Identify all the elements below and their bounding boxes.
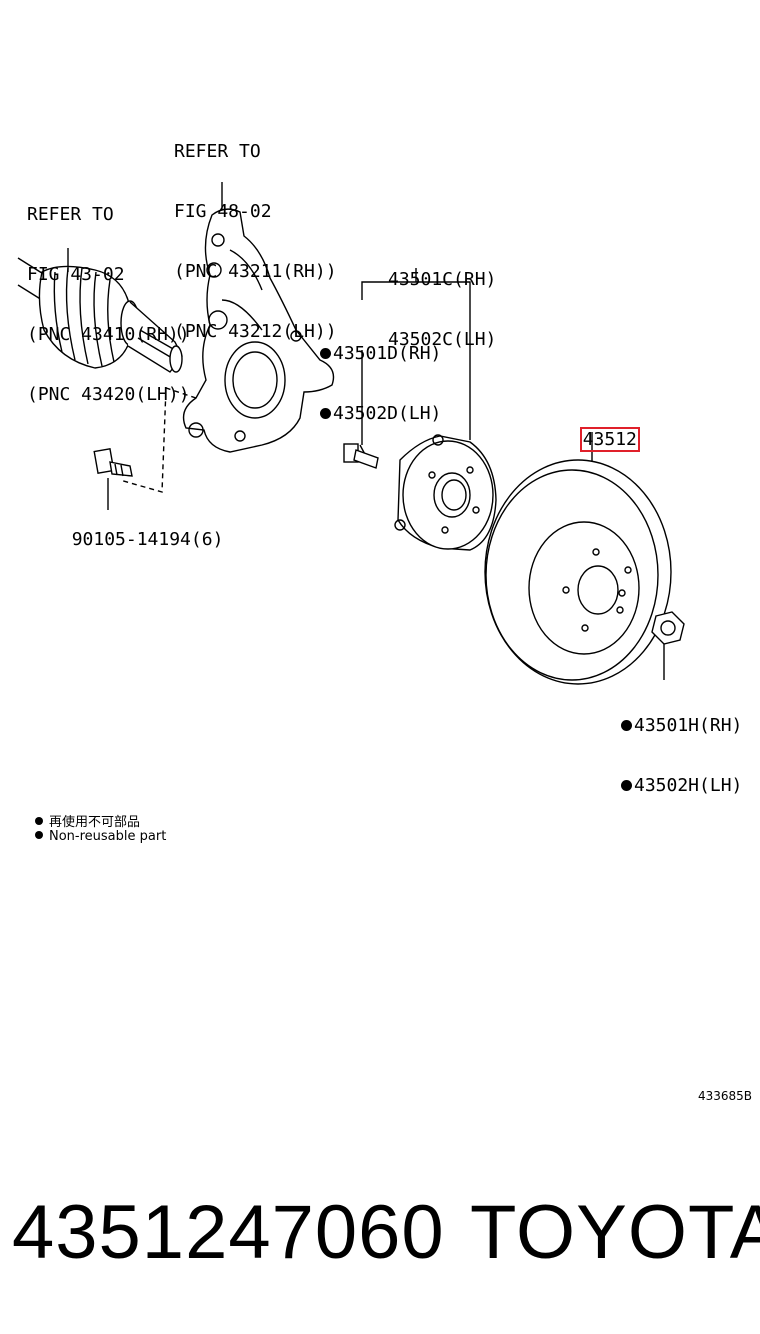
hub-assy-lh: 43502C(LH): [388, 329, 497, 350]
non-reusable-dot-icon: [320, 348, 331, 359]
knuckle-ref-line-4: (PNC 43212(LH)): [174, 321, 337, 342]
knuckle-bolt-label: 90105-14194(6): [50, 510, 224, 550]
knuckle-bolt-number: 90105-14194(6): [71, 529, 224, 550]
legend-en-text: Non-reusable part: [49, 829, 167, 844]
hub-nut-rh: 43501H(RH): [634, 715, 743, 736]
driveshaft-ref-line-4: (PNC 43420(LH)): [27, 384, 190, 405]
non-reusable-dot-icon: [320, 408, 331, 419]
legend-dot-icon: [35, 817, 43, 825]
hub-bearing-illustration: [394, 434, 497, 551]
driveshaft-reference-label: REFER TO FIG 43-02 (PNC 43410(RH)) (PNC …: [27, 165, 190, 425]
legend-english: Non-reusable part: [35, 829, 166, 844]
knuckle-ref-line-1: REFER TO: [174, 141, 261, 162]
driveshaft-ref-line-1: REFER TO: [27, 204, 114, 225]
driveshaft-ref-line-3: (PNC 43410(RH)): [27, 324, 190, 345]
drive-shaft-illustration: [17, 248, 183, 373]
non-reusable-dot-icon: [621, 780, 632, 791]
hub-bolt-rh: 43501D(RH): [333, 343, 442, 364]
hub-bolt-label: 43501D(RH) 43502D(LH): [320, 304, 441, 444]
hub-bolt-illustration: [343, 443, 379, 469]
knuckle-reference-label: REFER TO FIG 48-02 (PNC 43211(RH)) (PNC …: [174, 102, 337, 362]
knuckle-ref-line-3: (PNC 43211(RH)): [174, 261, 337, 282]
rotor-part-label[interactable]: 43512: [558, 410, 640, 452]
hub-nut-illustration: [651, 611, 685, 680]
rotor-part-number-highlight[interactable]: 43512: [579, 427, 640, 452]
non-reusable-dot-icon: [621, 720, 632, 731]
knuckle-bolt-illustration: [93, 447, 133, 510]
hub-assy-rh: 43501C(RH): [388, 269, 497, 290]
steering-knuckle-illustration: [182, 182, 335, 453]
legend-dot-icon: [35, 831, 43, 839]
legend-japanese: 再使用不可部品: [35, 811, 140, 830]
driveshaft-ref-line-2: FIG 43-02: [27, 264, 125, 285]
legend-jp-text: 再使用不可部品: [49, 815, 141, 830]
brake-disc-rotor-illustration: [484, 432, 672, 685]
part-number-title: 4351247060: [12, 1190, 445, 1275]
figure-code: 433685B: [697, 1089, 752, 1103]
hub-nut-label: 43501H(RH) 43502H(LH): [621, 676, 742, 816]
hub-assembly-label: 43501C(RH) 43502C(LH): [388, 230, 496, 370]
hub-nut-lh: 43502H(LH): [634, 775, 743, 796]
brand-title: TOYOTA: [470, 1190, 760, 1275]
hub-bolt-lh: 43502D(LH): [333, 403, 442, 424]
knuckle-ref-line-2: FIG 48-02: [174, 201, 272, 222]
